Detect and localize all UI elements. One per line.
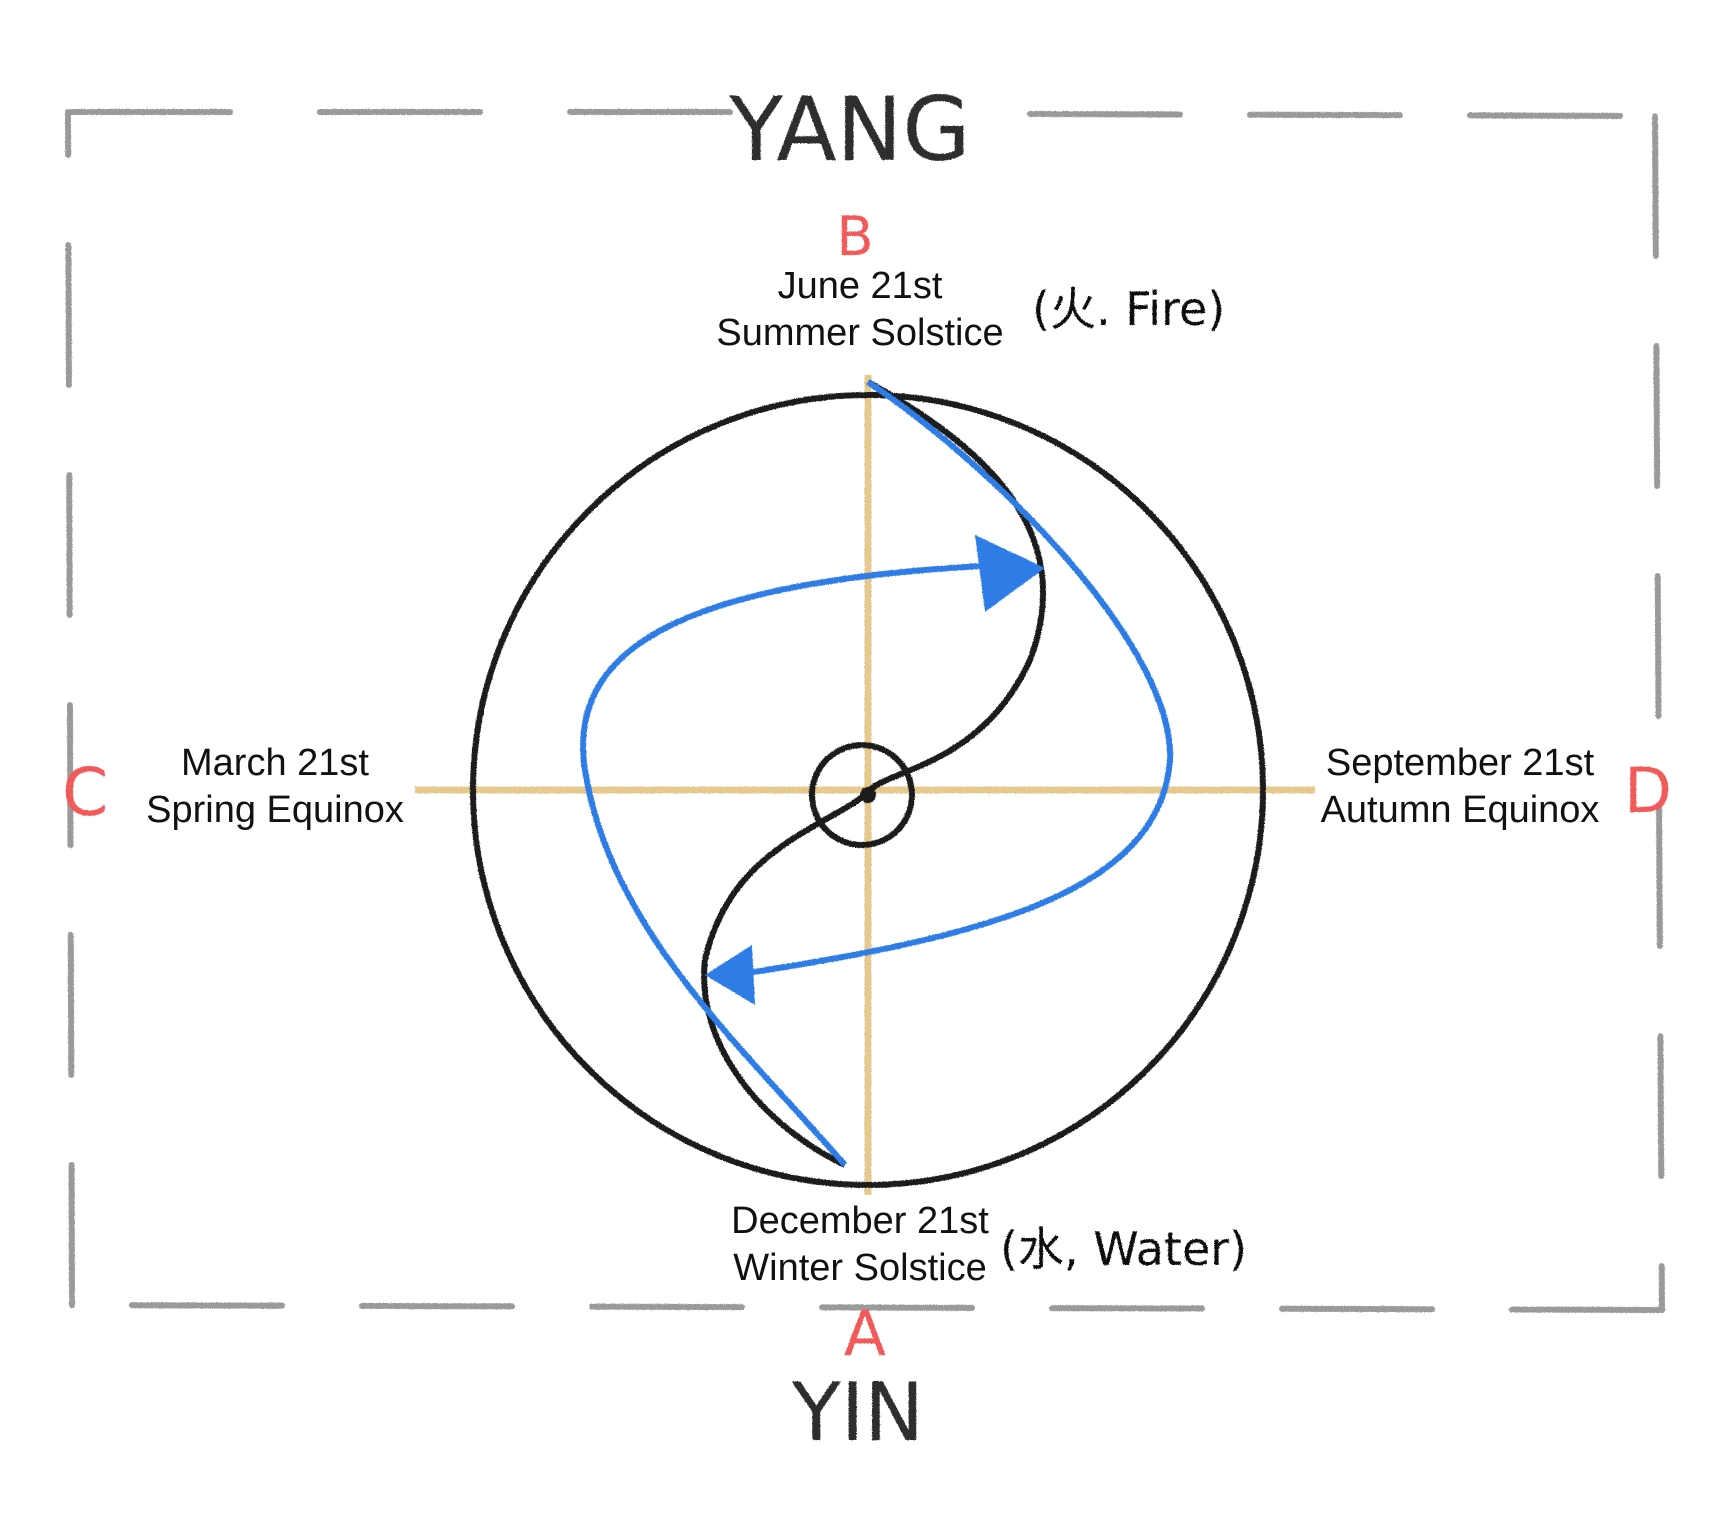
dashed-frame bbox=[65, 109, 1665, 1313]
summer-element-note: (火. Fire) bbox=[1032, 282, 1225, 336]
flow-arrowhead-left bbox=[705, 945, 755, 1005]
point-a-label: A bbox=[844, 1297, 886, 1370]
outer-circle bbox=[470, 392, 1266, 1188]
point-d-label: D bbox=[1624, 754, 1672, 827]
winter-name: Winter Solstice bbox=[733, 1247, 986, 1289]
autumn-name: Autumn Equinox bbox=[1321, 789, 1600, 831]
flow-path-right bbox=[734, 379, 1174, 978]
frame-bottom bbox=[69, 1302, 1665, 1313]
summer-name: Summer Solstice bbox=[716, 312, 1003, 354]
point-b-label: B bbox=[836, 205, 873, 268]
frame-right-side bbox=[1652, 113, 1665, 1313]
winter-element-note: (水, Water) bbox=[1000, 1222, 1247, 1276]
autumn-date: September 21st bbox=[1326, 742, 1595, 784]
spring-date: March 21st bbox=[181, 742, 369, 784]
yin-label: YIN bbox=[791, 1366, 924, 1459]
summer-date: June 21st bbox=[778, 265, 943, 307]
flow-path-upper bbox=[580, 562, 1001, 1167]
energy-flow bbox=[580, 379, 1174, 1167]
winter-date: December 21st bbox=[731, 1200, 989, 1242]
frame-top-right-segment bbox=[1027, 111, 1658, 119]
season-axes bbox=[415, 375, 1315, 1195]
s-curve-divider bbox=[701, 379, 1047, 1168]
yin-yang-circle bbox=[470, 379, 1266, 1188]
center-small-circle bbox=[809, 742, 915, 848]
yang-label: YANG bbox=[728, 78, 970, 181]
center-dot bbox=[860, 787, 876, 803]
flow-arrowhead-right bbox=[975, 535, 1045, 612]
frame-left-side bbox=[65, 109, 75, 1308]
point-c-label: C bbox=[62, 754, 108, 831]
spring-name: Spring Equinox bbox=[146, 789, 404, 831]
